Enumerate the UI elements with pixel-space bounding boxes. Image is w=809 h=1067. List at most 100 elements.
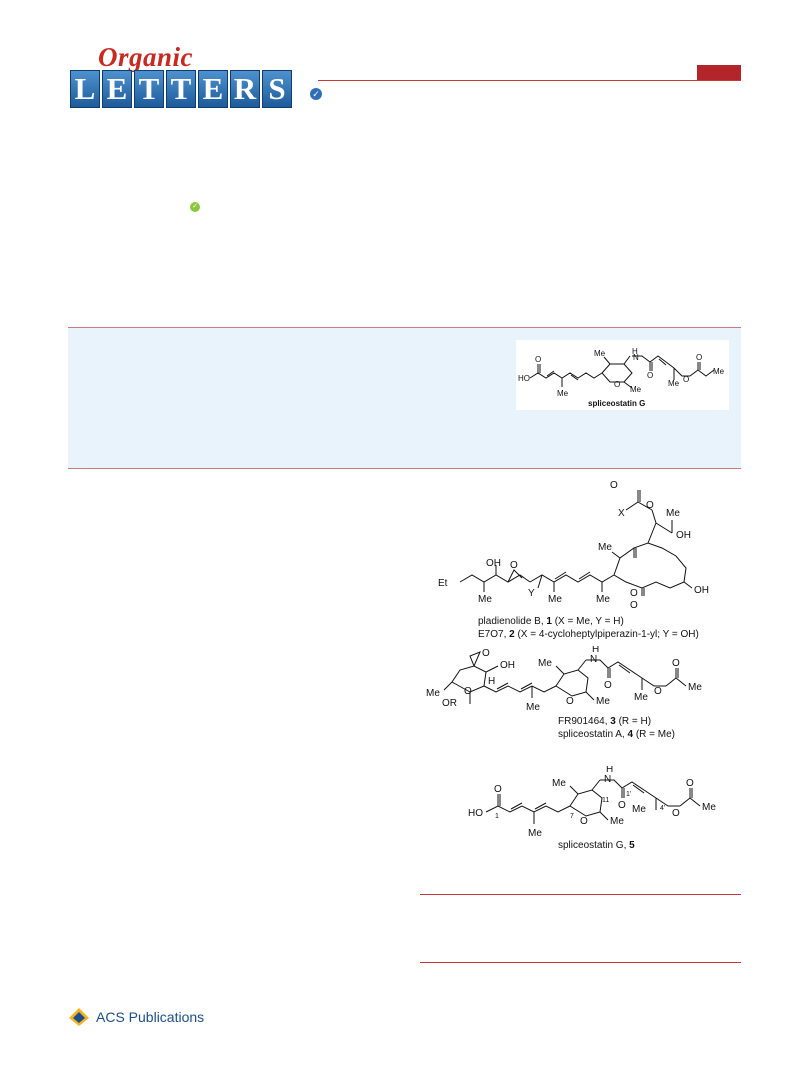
compound-number: 4 [627,729,634,740]
caption-substituents: (X = 4-cycloheptylpiperazin-1-yl; Y = OH… [514,629,699,640]
pladienolide-structure: O X O Me OH Me O O OH Et OH Me O Y Me Me [438,480,709,611]
toc-atom: O [647,371,653,380]
atom-label: O [494,784,502,795]
toc-atom: O [696,353,702,362]
pladienolide-caption: pladienolide B, 1 (X = Me, Y = H) [478,616,624,627]
toc-atom: Me [713,367,725,376]
toc-atom: H [632,347,638,356]
atom-label: Me [552,778,566,789]
toc-graphic: HO O Me Me O Me H N O Me O O Me spliceos… [516,340,729,410]
fr901464-caption: FR901464, 3 (R = H) [558,716,651,727]
atom-label: OH [486,558,501,569]
toc-atom: N [633,353,639,362]
journal-logo-tiles: L E T T E R S [70,70,292,108]
atom-label: N [590,654,597,665]
footnote-rule-top [420,894,741,895]
atom-label: Et [438,578,448,589]
compound-number: 3 [610,716,616,727]
compound-number: 5 [629,840,635,851]
logo-tile: R [230,70,260,108]
compound-number: 2 [509,629,515,640]
logo-tile: S [262,70,292,108]
logo-tile: T [134,70,164,108]
header-tab [697,65,741,80]
caption-name: spliceostatin G, [558,840,630,851]
compound-number: 1 [546,616,552,627]
caption-name: spliceostatin A, [558,729,628,740]
footnote-rule-bottom [420,962,741,963]
atom-label: O [618,800,626,811]
toc-compound-label: spliceostatin G [588,399,645,408]
atom-label: Me [702,802,716,813]
header-rule [318,80,741,81]
carbon-number: 1 [495,813,499,820]
journal-logo: Organic L E T T E R S ✓ [68,42,328,114]
toc-atom: O [614,380,620,389]
toc-atom: Me [630,385,642,394]
atom-label: O [610,480,618,491]
atom-label: O [630,600,638,611]
toc-atom: O [683,375,689,384]
atom-label: Me [610,816,624,827]
atom-label: OR [442,698,457,709]
atom-label: X [618,508,625,519]
logo-tile: E [198,70,228,108]
open-access-icon[interactable]: ✓ [190,202,200,212]
atom-label: O [630,588,638,599]
atom-label: O [580,816,588,827]
acs-logo-icon [69,1008,89,1026]
carbon-number: 1' [626,791,631,798]
atom-label: O [510,560,518,571]
caption-substituents: (R = H) [615,716,652,727]
carbon-number: 11 [602,797,609,804]
publisher-name: ACS Publications [96,1009,205,1025]
journal-logo-script: Organic [98,42,194,72]
atom-label: Me [596,696,610,707]
logo-tile: E [102,70,132,108]
caption-name: FR901464, [558,716,611,727]
atom-label: O [646,500,654,511]
atom-label: OH [676,530,691,541]
caption-name: E7O7, [478,629,510,640]
atom-label: Me [538,658,552,669]
atom-label: H [592,646,599,655]
atom-label: O [654,686,662,697]
atom-label: Me [596,594,610,605]
e7o7-caption: E7O7, 2 (X = 4-cycloheptylpiperazin-1-yl… [478,629,699,640]
atom-label: O [604,680,612,691]
carbon-number: 7 [570,813,574,820]
atom-label: O [464,686,472,697]
logo-tile: L [70,70,100,108]
atom-label: Me [426,688,440,699]
toc-atom: Me [594,349,606,358]
atom-label: Me [478,594,492,605]
spliceostatin-g-caption: spliceostatin G, 5 [558,840,635,851]
checkmark-icon: ✓ [310,88,322,100]
atom-label: H [606,766,613,775]
toc-atom: Me [668,379,680,388]
figure-structures: O X O Me OH Me O O OH Et OH Me O Y Me Me… [420,478,745,878]
atom-label: Me [632,804,646,815]
atom-label: O [482,648,490,659]
atom-label: H [488,676,495,687]
atom-label: Me [688,682,702,693]
atom-label: Me [666,508,680,519]
fr901464-structure: O OH H O Me OR Me Me O Me H N O Me O O M… [426,646,702,713]
atom-label: HO [468,808,483,819]
toc-atom: HO [518,374,530,383]
carbon-number: 4' [660,805,665,812]
spliceostatin-a-caption: spliceostatin A, 4 (R = Me) [558,729,675,740]
atom-label: Me [634,692,648,703]
caption-name: pladienolide B, [478,616,547,627]
atom-label: Me [598,542,612,553]
spliceostatin-g-figure-structure: HO O 1 Me Me 7 O 11 Me H N 1' O Me 4' O … [468,766,716,839]
atom-label: O [672,808,680,819]
atom-label: O [686,778,694,789]
atom-label: Me [528,828,542,839]
atom-label: Me [548,594,562,605]
toc-atom: O [535,355,541,364]
atom-label: N [604,774,611,785]
spliceostatin-g-structure: HO O Me Me O Me H N O Me O O Me spliceos… [518,347,725,408]
atom-label: OH [500,660,515,671]
toc-atom: Me [557,389,569,398]
